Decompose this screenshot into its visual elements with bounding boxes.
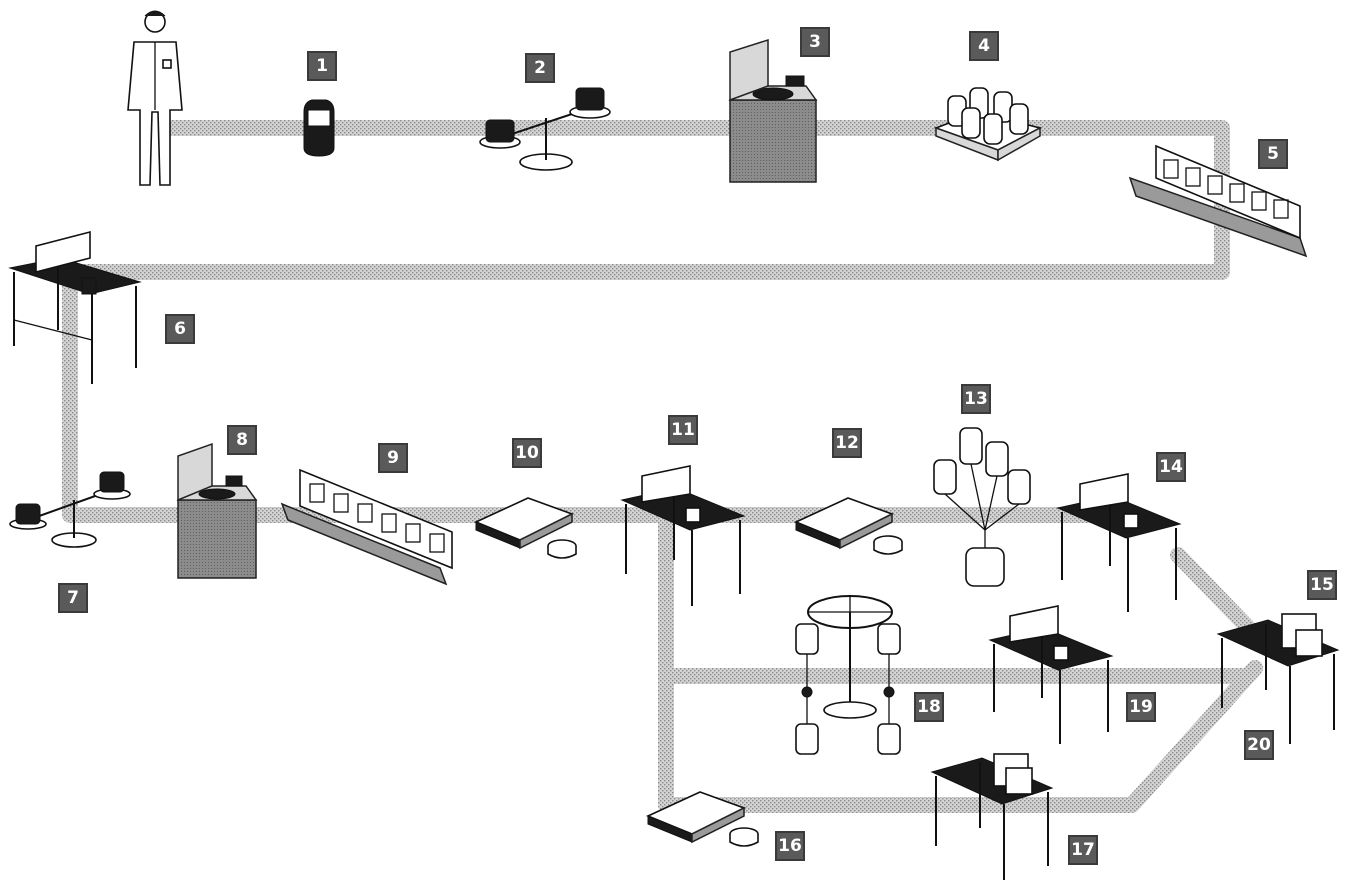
workbench-device-icon — [620, 465, 746, 606]
step-badge-14: 14 — [1156, 452, 1186, 482]
digital-scale-icon — [645, 791, 759, 847]
step-badge-20: 20 — [1244, 730, 1274, 760]
balance-scale-icon — [9, 471, 131, 548]
donor-figure-icon — [127, 10, 183, 186]
digital-scale-icon — [793, 497, 903, 555]
centrifuge-icon — [176, 442, 258, 579]
workbench-sealer-icon — [8, 230, 142, 384]
step-badge-15: 15 — [1307, 570, 1337, 600]
step-badge-6: 6 — [165, 314, 195, 344]
plasma-extractor-rack-icon — [280, 468, 453, 586]
step-badge-7: 7 — [58, 583, 88, 613]
blood-bag-icon — [303, 99, 335, 157]
workbench-instrument-icon — [930, 753, 1054, 880]
step-badge-4: 4 — [969, 31, 999, 61]
bag-basket-icon — [933, 87, 1043, 162]
step-badge-12: 12 — [832, 428, 862, 458]
digital-scale-icon — [473, 497, 577, 559]
workbench-instrument-icon — [1216, 613, 1340, 744]
step-badge-13: 13 — [961, 384, 991, 414]
step-badge-1: 1 — [307, 51, 337, 81]
balance-scale-icon — [479, 87, 611, 171]
step-badge-11: 11 — [668, 415, 698, 445]
centrifuge-icon — [728, 38, 818, 183]
step-badge-17: 17 — [1068, 835, 1098, 865]
step-badge-9: 9 — [378, 443, 408, 473]
step-badge-19: 19 — [1126, 692, 1156, 722]
step-badge-5: 5 — [1258, 139, 1288, 169]
plasma-extractor-rack-icon — [1128, 144, 1308, 258]
step-badge-16: 16 — [775, 831, 805, 861]
step-badge-3: 3 — [800, 27, 830, 57]
workbench-device-icon — [1056, 473, 1182, 612]
step-badge-18: 18 — [914, 692, 944, 722]
step-badge-10: 10 — [512, 438, 542, 468]
workbench-device-icon — [988, 605, 1114, 744]
filter-stand-icon — [795, 595, 901, 755]
step-badge-8: 8 — [227, 425, 257, 455]
step-badge-2: 2 — [525, 53, 555, 83]
bag-cluster-icon — [933, 427, 1031, 587]
process-path — [62, 120, 1263, 813]
